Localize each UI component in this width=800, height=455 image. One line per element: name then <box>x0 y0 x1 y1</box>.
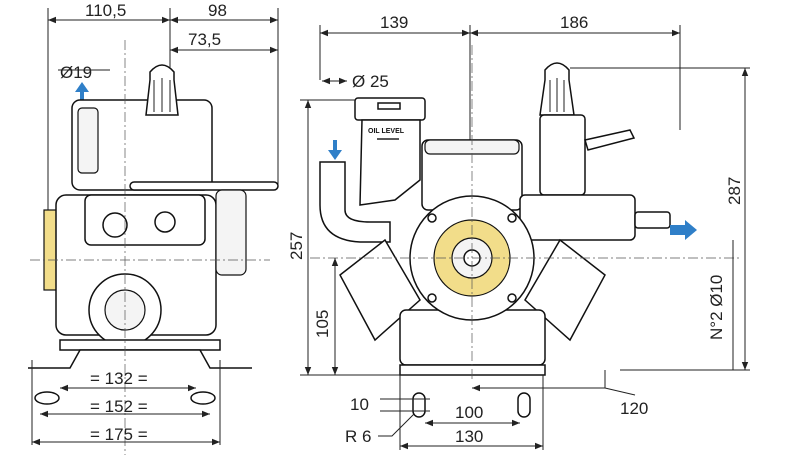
flow-arrow-right-icon <box>670 220 697 240</box>
control-lever <box>584 129 636 151</box>
dim-label-inlet-diameter: Ø 25 <box>352 72 389 91</box>
dim-label-100: 100 <box>455 403 483 422</box>
dim-label-slot-width: 10 <box>350 395 369 414</box>
control-lever <box>129 181 279 191</box>
dim-label-110-5: 110,5 <box>85 1 126 20</box>
dim-label-base-175: = 175 = <box>90 425 148 444</box>
dim-label-186: 186 <box>560 13 588 32</box>
mounting-slot-left <box>412 392 426 418</box>
oil-level-label: OIL LEVEL <box>368 128 405 135</box>
dim-label-base-152: = 152 = <box>90 397 148 416</box>
side-view: 110,5 98 73,5 Ø19 = 132 = = 152 = = 175 … <box>28 1 279 455</box>
dim-label-outlets: N°2 Ø10 <box>707 275 726 340</box>
dim-label-slot-radius: R 6 <box>345 427 371 446</box>
dim-label-257: 257 <box>287 232 306 260</box>
flow-arrow-up-icon <box>75 82 89 104</box>
dim-label-287: 287 <box>725 177 744 205</box>
dim-label-98: 98 <box>208 1 227 20</box>
dim-label-130: 130 <box>455 427 483 446</box>
front-view: 139 186 Ø 25 OIL LEVEL <box>287 13 750 450</box>
dim-label-105: 105 <box>313 310 332 338</box>
dim-label-73-5: 73,5 <box>188 30 221 49</box>
dim-label-outlet-diameter: Ø19 <box>60 63 92 82</box>
dim-label-base-132: = 132 = <box>90 369 148 388</box>
dim-label-120: 120 <box>620 399 648 418</box>
flow-arrow-down-icon <box>328 140 342 160</box>
inlet-pipe <box>319 161 391 243</box>
dim-label-139: 139 <box>380 13 408 32</box>
mounting-slot-right <box>517 392 531 418</box>
